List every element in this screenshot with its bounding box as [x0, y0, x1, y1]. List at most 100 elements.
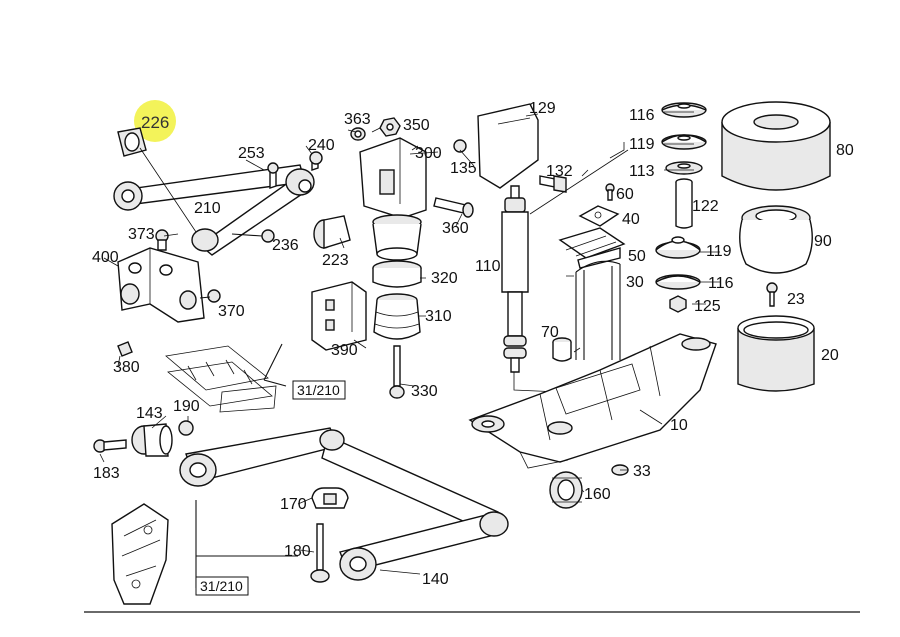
callout-143[interactable]: 143: [136, 405, 163, 422]
mount-90[interactable]: [739, 205, 813, 274]
callout-116-bottom[interactable]: 116: [708, 275, 734, 292]
callout-170[interactable]: 170: [280, 496, 307, 513]
bolt-183[interactable]: [93, 439, 127, 453]
ref-box-1[interactable]: [292, 380, 346, 400]
mount-119-top[interactable]: [661, 134, 707, 150]
callout-129[interactable]: 129: [529, 100, 556, 117]
ref-text-1[interactable]: 31/210: [297, 382, 340, 398]
bolt-253[interactable]: [267, 162, 279, 189]
callout-30[interactable]: 30: [626, 274, 644, 291]
rubber-mount-300[interactable]: [372, 214, 422, 261]
callout-23[interactable]: 23: [787, 291, 805, 308]
bolt-370[interactable]: [199, 289, 221, 303]
callout-60[interactable]: 60: [616, 186, 634, 203]
bolt-180[interactable]: [310, 523, 330, 583]
callout-132[interactable]: 132: [546, 163, 573, 180]
washer-116-bottom[interactable]: [655, 274, 701, 290]
axle-carrier-10[interactable]: [468, 333, 717, 469]
mount-119-bottom[interactable]: [655, 236, 701, 259]
callout-183[interactable]: 183: [93, 465, 120, 482]
plate-40[interactable]: [578, 205, 620, 227]
callout-190[interactable]: 190: [173, 398, 200, 415]
callout-320[interactable]: 320: [431, 270, 458, 287]
callout-10[interactable]: 10: [670, 417, 688, 434]
callout-363[interactable]: 363: [344, 111, 371, 128]
callout-240[interactable]: 240: [308, 137, 335, 154]
callout-70[interactable]: 70: [541, 324, 559, 341]
bracket-300[interactable]: [359, 137, 427, 219]
callout-135[interactable]: 135: [450, 160, 477, 177]
ref-text-2[interactable]: 31/210: [200, 578, 243, 594]
bushing-143[interactable]: [131, 423, 173, 457]
washer-116-top[interactable]: [661, 102, 707, 118]
bracket-400[interactable]: [117, 247, 205, 323]
callout-300[interactable]: 300: [415, 145, 442, 162]
callout-20[interactable]: 20: [821, 347, 839, 364]
nut-125[interactable]: [669, 295, 687, 313]
callout-140[interactable]: 140: [422, 571, 449, 588]
plate-50[interactable]: [558, 227, 626, 269]
washer-135[interactable]: [453, 139, 467, 153]
callout-33[interactable]: 33: [633, 463, 651, 480]
bushing-160[interactable]: [549, 471, 583, 509]
callout-400[interactable]: 400: [92, 249, 119, 266]
shock-absorber-110[interactable]: [501, 185, 529, 373]
callout-253[interactable]: 253: [238, 145, 265, 162]
callout-160[interactable]: 160: [584, 486, 611, 503]
callout-330[interactable]: 330: [411, 383, 438, 400]
bump-80[interactable]: [721, 101, 831, 191]
bolt-60[interactable]: [605, 183, 615, 201]
callout-236[interactable]: 236: [272, 237, 299, 254]
callout-80[interactable]: 80: [836, 142, 854, 159]
mount-223[interactable]: [313, 215, 351, 249]
cup-20[interactable]: [737, 315, 815, 392]
bolt-23[interactable]: [766, 282, 778, 307]
callout-125[interactable]: 125: [694, 298, 721, 315]
nut-380[interactable]: [117, 341, 133, 357]
callout-110[interactable]: 110: [475, 258, 501, 275]
callout-40[interactable]: 40: [622, 211, 640, 228]
ref-box-2[interactable]: [195, 576, 249, 596]
clamp-170[interactable]: [311, 487, 349, 509]
callout-390[interactable]: 390: [331, 342, 358, 359]
washer-113[interactable]: [665, 161, 703, 175]
control-arm-140[interactable]: [179, 427, 509, 581]
bolt-240[interactable]: [309, 151, 323, 171]
callout-380[interactable]: 380: [113, 359, 140, 376]
callout-50[interactable]: 50: [628, 248, 646, 265]
bolt-330[interactable]: [389, 345, 405, 399]
bolt-236[interactable]: [231, 229, 275, 243]
bolt-132[interactable]: [539, 175, 567, 193]
callout-119-top[interactable]: 119: [629, 136, 655, 153]
highlight-marker[interactable]: [134, 100, 176, 142]
mount-310[interactable]: [373, 293, 421, 340]
callout-210[interactable]: 210: [194, 200, 221, 217]
callout-223[interactable]: 223: [322, 252, 349, 269]
callout-116-top[interactable]: 116: [629, 107, 655, 124]
callout-226[interactable]: 226: [141, 113, 169, 132]
bolt-373[interactable]: [155, 229, 169, 251]
callout-350[interactable]: 350: [403, 117, 430, 134]
callout-373[interactable]: 373: [128, 226, 155, 243]
callout-360[interactable]: 360: [442, 220, 469, 237]
trailing-arm-upper[interactable]: [113, 127, 315, 256]
spacer-122[interactable]: [675, 178, 693, 229]
callout-90[interactable]: 90: [814, 233, 832, 250]
callout-370[interactable]: 370: [218, 303, 245, 320]
bolt-360[interactable]: [433, 197, 474, 218]
washer-363[interactable]: [350, 127, 366, 141]
bracket-129[interactable]: [477, 103, 539, 189]
nut-350[interactable]: [379, 117, 401, 137]
bracket-390[interactable]: [311, 281, 367, 351]
callout-122[interactable]: 122: [692, 198, 719, 215]
washer-190[interactable]: [178, 420, 194, 436]
callout-113[interactable]: 113: [629, 163, 655, 180]
leader-lines: [99, 111, 720, 575]
mount-320[interactable]: [372, 260, 422, 288]
callout-119-bottom[interactable]: 119: [706, 243, 732, 260]
callout-310[interactable]: 310: [425, 308, 452, 325]
callout-180[interactable]: 180: [284, 543, 311, 560]
u-bolt[interactable]: [575, 260, 621, 360]
bump-stop-70[interactable]: [552, 337, 572, 362]
